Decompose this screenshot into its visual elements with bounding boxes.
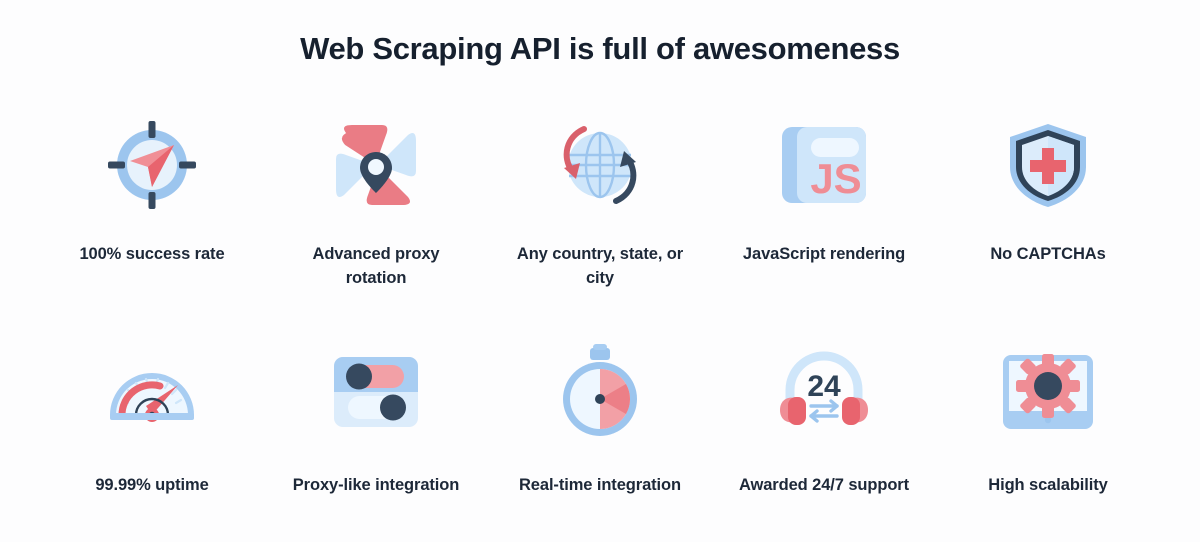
javascript-browser-icon: JS bbox=[774, 115, 874, 215]
feature-item-support[interactable]: 24 Awarded 24/7 support bbox=[712, 334, 936, 542]
toggle-off-knob bbox=[380, 394, 406, 421]
feature-item-proxy-like-integration[interactable]: Proxy-like integration bbox=[264, 334, 488, 542]
shield-cross-icon bbox=[998, 115, 1098, 215]
stopwatch-icon bbox=[550, 342, 650, 442]
feature-label: 99.99% uptime bbox=[95, 476, 209, 495]
feature-grid: 100% success rate bbox=[40, 107, 1160, 542]
page-title: Web Scraping API is full of awesomeness bbox=[300, 31, 900, 66]
toggle-switches-icon bbox=[326, 342, 426, 442]
headset-24-icon: 24 bbox=[774, 342, 874, 442]
feature-label: Proxy-like integration bbox=[292, 476, 460, 495]
feature-label: 100% success rate bbox=[79, 245, 225, 264]
feature-item-proxy-rotation[interactable]: Advanced proxy rotation bbox=[264, 107, 488, 334]
feature-label: No CAPTCHAs bbox=[990, 245, 1106, 264]
feature-item-uptime[interactable]: 99.99% uptime bbox=[40, 334, 264, 542]
feature-item-scalability[interactable]: High scalability bbox=[936, 334, 1160, 542]
feature-item-js-rendering[interactable]: JS JavaScript rendering bbox=[712, 107, 936, 334]
globe-arrows-icon bbox=[550, 115, 650, 215]
toggle-on-knob bbox=[346, 363, 372, 390]
feature-label: Any country, state, or city bbox=[516, 245, 684, 288]
pinwheel-location-icon bbox=[326, 115, 426, 215]
feature-label: JavaScript rendering bbox=[742, 245, 906, 264]
js-label: JS bbox=[810, 155, 861, 202]
feature-label: High scalability bbox=[988, 476, 1108, 495]
support-hours-label: 24 bbox=[807, 370, 841, 403]
speedometer-icon bbox=[102, 342, 202, 442]
feature-item-geo-targeting[interactable]: Any country, state, or city bbox=[488, 107, 712, 334]
feature-label: Awarded 24/7 support bbox=[738, 476, 910, 495]
feature-label: Advanced proxy rotation bbox=[312, 245, 440, 288]
feature-item-no-captchas[interactable]: No CAPTCHAs bbox=[936, 107, 1160, 334]
feature-item-success-rate[interactable]: 100% success rate bbox=[40, 107, 264, 334]
monitor-gear-icon bbox=[998, 342, 1098, 442]
target-compass-icon bbox=[102, 115, 202, 215]
feature-item-realtime-integration[interactable]: Real-time integration bbox=[488, 334, 712, 542]
feature-label: Real-time integration bbox=[518, 476, 681, 495]
